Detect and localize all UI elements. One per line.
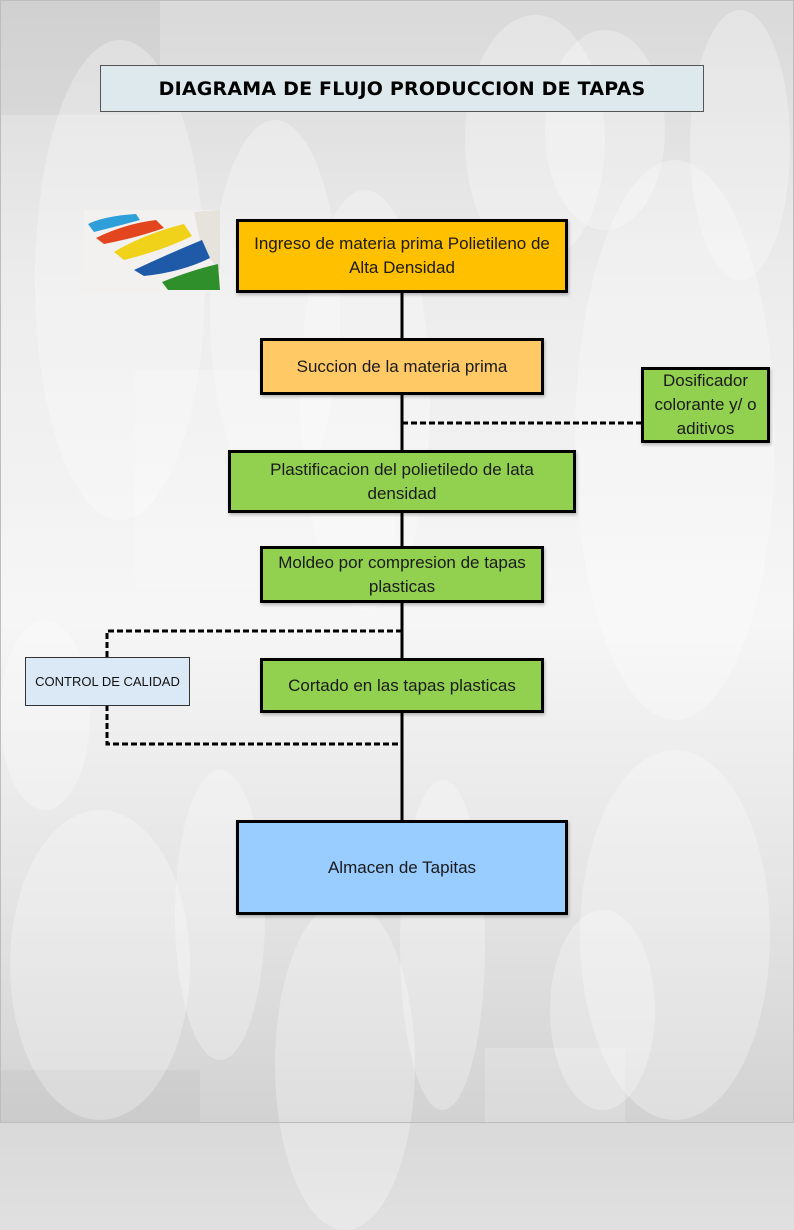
step-moldeo-label: Moldeo por compresion de tapas plasticas [278, 552, 526, 596]
pellets-photo [84, 210, 220, 292]
diagram-title-box: DIAGRAMA DE FLUJO PRODUCCION DE TAPAS [100, 65, 704, 112]
connector-lines [105, 292, 641, 820]
step-cortado-label: Cortado en las tapas plasticas [288, 675, 516, 695]
step-cortado: Cortado en las tapas plasticas [260, 658, 544, 713]
pellets-photo-icon [84, 210, 220, 292]
step-ingreso-label: Ingreso de materia prima Polietileno de … [254, 234, 550, 277]
step-ingreso: Ingreso de materia prima Polietileno de … [236, 219, 568, 293]
node-dosificador-label: Dosificador colorante y/ o aditivos [654, 371, 757, 438]
step-moldeo: Moldeo por compresion de tapas plasticas [260, 546, 544, 603]
dashed-control-top [105, 629, 402, 657]
node-control-calidad-label: CONTROL DE CALIDAD [35, 673, 180, 689]
step-plastificacion: Plastificacion del polietiledo de lata d… [228, 450, 576, 513]
step-succion-label: Succion de la materia prima [296, 356, 508, 376]
step-plastificacion-label: Plastificacion del polietiledo de lata d… [270, 459, 534, 503]
step-almacen-label: Almacen de Tapitas [327, 857, 477, 877]
diagram-title: DIAGRAMA DE FLUJO PRODUCCION DE TAPAS [158, 77, 646, 100]
step-succion: Succion de la materia prima [260, 338, 544, 395]
dashed-control-bottom [105, 705, 402, 746]
node-dosificador: Dosificador colorante y/ o aditivos [641, 367, 770, 443]
node-control-calidad: CONTROL DE CALIDAD [25, 657, 190, 706]
step-almacen: Almacen de Tapitas [236, 820, 568, 915]
